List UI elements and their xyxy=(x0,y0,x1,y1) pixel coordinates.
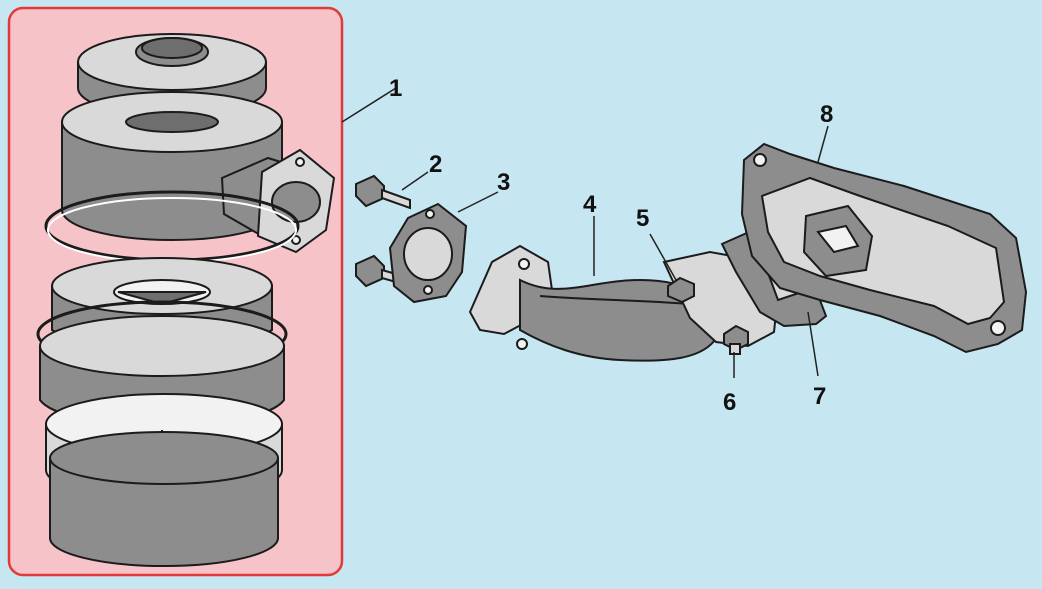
stud-icon xyxy=(723,324,749,355)
leader-line-2 xyxy=(401,171,429,191)
callout-6: 6 xyxy=(723,389,736,416)
leader-line-5 xyxy=(649,233,677,281)
leader-lines xyxy=(341,87,829,378)
intake-manifold-icon xyxy=(740,142,1028,354)
bolt-icon xyxy=(355,174,411,288)
leader-line-1 xyxy=(341,87,397,123)
leader-line-7 xyxy=(807,311,819,377)
callout-5: 5 xyxy=(636,205,649,232)
callout-4: 4 xyxy=(583,191,597,218)
callout-2: 2 xyxy=(429,151,442,178)
callout-7: 7 xyxy=(813,383,826,410)
nut-icon xyxy=(667,276,695,304)
callout-1: 1 xyxy=(389,75,402,102)
callout-3: 3 xyxy=(497,169,510,196)
leader-line-8 xyxy=(817,125,829,163)
callout-8: 8 xyxy=(820,101,833,128)
flange-gasket-icon xyxy=(388,202,468,304)
leader-line-3 xyxy=(457,191,499,213)
air-filter-assembly-icon xyxy=(36,33,336,567)
